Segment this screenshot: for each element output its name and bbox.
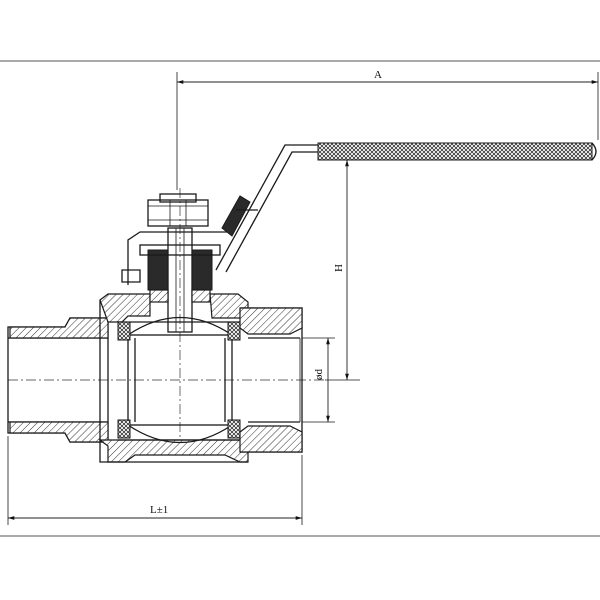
dimension-h-label: H [332, 264, 344, 272]
dimension-d: ød [302, 337, 335, 423]
dimension-a-label: A [374, 69, 382, 81]
dimension-l: L±1 [7, 436, 303, 525]
stem-assembly [121, 193, 228, 333]
valve-handle [215, 142, 597, 273]
dimension-l-label: L±1 [150, 504, 168, 516]
right-end-connector [239, 307, 303, 453]
ball-and-seats [117, 316, 241, 444]
dimension-h: H [320, 159, 360, 381]
valve-body [98, 293, 249, 463]
dimension-a: A [176, 69, 599, 190]
frame-lines [0, 60, 600, 537]
left-end-connector [7, 317, 109, 443]
dimension-d-label: ød [313, 369, 325, 381]
